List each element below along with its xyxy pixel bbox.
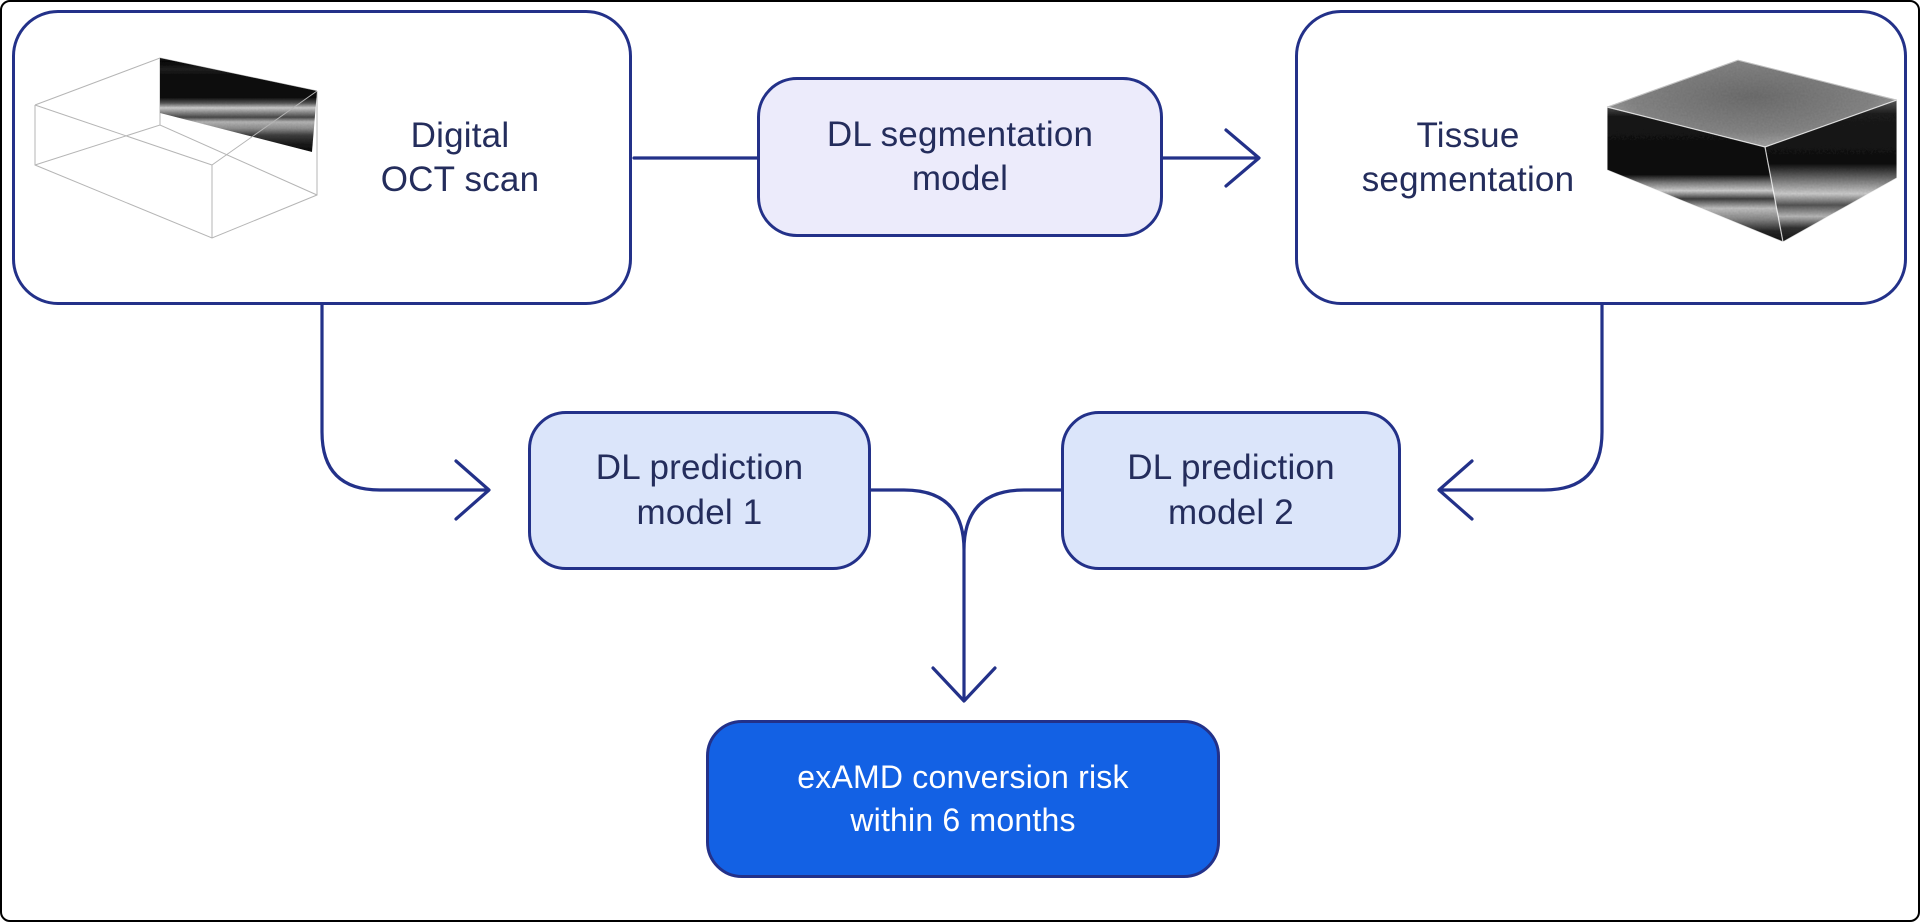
node-label-line: Tissue bbox=[1416, 115, 1520, 155]
node-label-line: OCT scan bbox=[380, 159, 540, 199]
node-label-line: model 2 bbox=[1168, 492, 1294, 532]
node-label-line: within 6 months bbox=[850, 802, 1076, 838]
arrow-tissue-to-pred-model-2 bbox=[1437, 303, 1604, 521]
arrow-seg-model-to-tissue bbox=[1161, 128, 1261, 188]
node-examd-conversion-risk: exAMD conversion risk within 6 months bbox=[706, 720, 1220, 878]
node-tissue-segmentation: Tissue segmentation bbox=[1295, 10, 1907, 305]
tissue-volume-image bbox=[1606, 59, 1900, 243]
node-dl-prediction-model-1: DL prediction model 1 bbox=[528, 411, 871, 570]
node-label-line: DL segmentation bbox=[826, 114, 1094, 154]
node-digital-oct-scan: Digital OCT scan bbox=[12, 10, 632, 305]
arrow-pred-models-merge-to-result bbox=[869, 488, 1063, 703]
node-label-tissue-segmentation: Tissue segmentation bbox=[1303, 113, 1633, 201]
node-label-line: segmentation bbox=[1361, 159, 1575, 199]
node-label-line: model bbox=[911, 159, 1009, 198]
node-dl-segmentation-model: DL segmentation model bbox=[757, 77, 1163, 237]
arrow-oct-to-pred-model-1 bbox=[320, 303, 491, 521]
node-label-line: exAMD conversion risk bbox=[797, 759, 1129, 796]
node-label-line: DL prediction bbox=[595, 448, 804, 488]
node-label-line: DL prediction bbox=[1127, 448, 1335, 488]
node-label-line: Digital bbox=[410, 115, 510, 155]
oct-volume-image bbox=[34, 57, 318, 239]
node-dl-prediction-model-2: DL prediction model 2 bbox=[1061, 411, 1401, 570]
node-label-line: model 1 bbox=[636, 492, 763, 532]
node-label-digital-oct-scan: Digital OCT scan bbox=[295, 113, 625, 201]
